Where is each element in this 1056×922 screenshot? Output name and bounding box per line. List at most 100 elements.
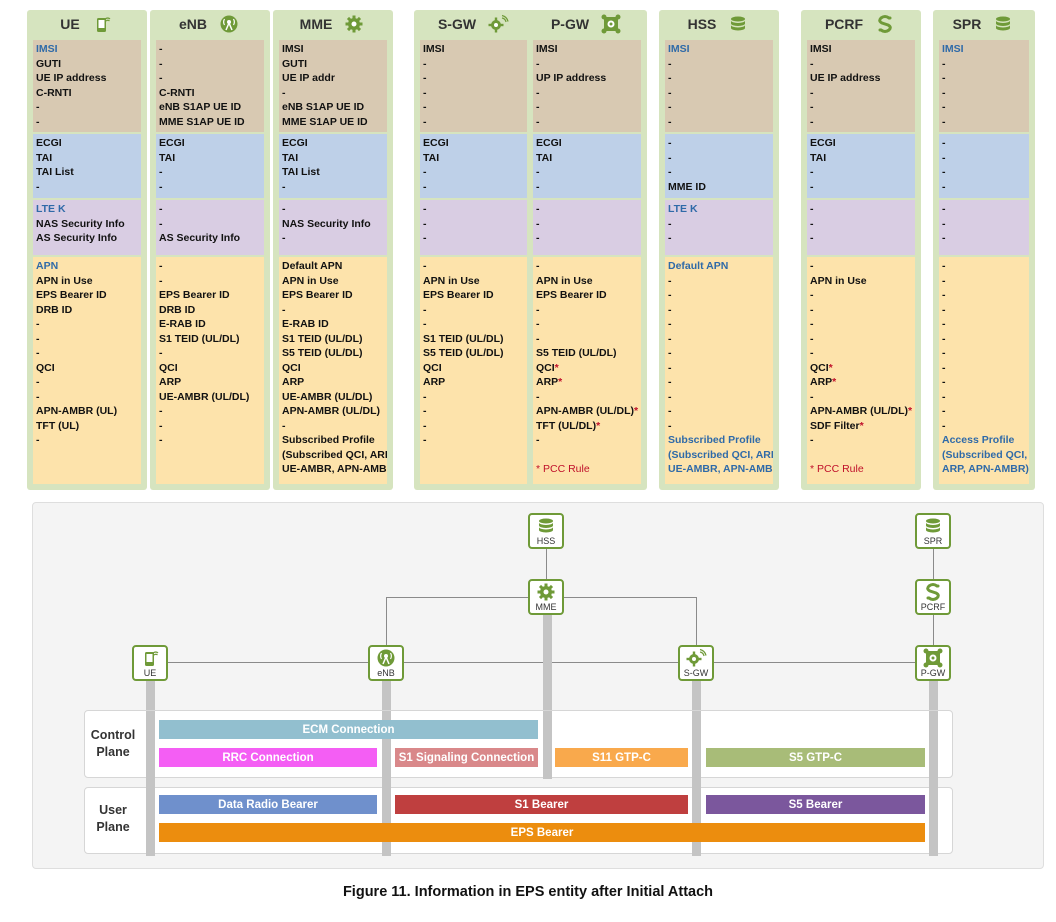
field-row: Subscribed Profile (668, 433, 770, 448)
field-row: (Subscribed QCI, ARP, (282, 448, 387, 463)
field-row: APN in Use (282, 274, 384, 289)
field-text: - (423, 86, 427, 99)
field-row: - (942, 317, 1026, 332)
column-title: UE (60, 16, 80, 32)
field-text: QCI (282, 361, 301, 374)
field-text: - (810, 180, 814, 193)
field-text: - (668, 419, 672, 432)
field-row: E-RAB ID (282, 317, 384, 332)
field-row: TAI (423, 151, 525, 166)
field-text: - (810, 289, 814, 301)
bearer-section: ------------Access Profile(Subscribed QC… (939, 257, 1029, 484)
field-text: - (942, 405, 946, 417)
mme-pillar (543, 614, 552, 779)
field-row: - (536, 100, 638, 115)
field-text: - (942, 376, 946, 388)
field-text: LTE K (36, 203, 66, 215)
field-text: SDF Filter (810, 419, 860, 432)
field-text: IMSI (942, 43, 964, 55)
field-text: QCI (159, 361, 178, 374)
field-row: - (810, 100, 912, 115)
field-text: APN-AMBR (UL) (36, 405, 118, 417)
field-row: - (810, 303, 912, 318)
field-row: Default APN (282, 259, 384, 274)
field-row: IMSI (810, 42, 912, 57)
field-row: - (159, 274, 261, 289)
field-row: - (423, 202, 525, 217)
database-icon (535, 516, 557, 536)
bar-label: EPS Bearer (510, 826, 574, 839)
field-text: APN in Use (423, 274, 480, 287)
gateway-icon (599, 12, 623, 36)
field-row: - (810, 332, 912, 347)
field-row: - (942, 259, 1026, 274)
field-row: - (36, 433, 138, 448)
field-row: - (536, 303, 638, 318)
field-row: - (423, 317, 525, 332)
field-row: - (810, 231, 912, 246)
field-row: - (36, 346, 138, 361)
field-text: ECGI (536, 137, 562, 149)
field-text: - (942, 274, 946, 287)
field-row: - (423, 100, 525, 115)
field-text: - (159, 43, 163, 55)
field-text: ARP (159, 376, 182, 388)
field-row: QCI (36, 361, 138, 376)
field-text: MME ID (668, 180, 706, 193)
field-text: - (423, 115, 427, 128)
field-row: UP IP address (536, 71, 638, 86)
field-row: - (942, 86, 1026, 101)
field-row: TAI (159, 151, 261, 166)
field-text: APN-AMBR (UL/DL) (282, 405, 380, 417)
pcc-marker: * (633, 405, 639, 417)
field-text: - (36, 376, 40, 388)
field-row: - (423, 86, 525, 101)
field-text: - (810, 86, 814, 99)
field-row: UE IP address (810, 71, 912, 86)
field-text: - (282, 86, 286, 99)
node-label: MME (535, 602, 557, 612)
field-text: APN-AMBR (UL/DL) (810, 405, 908, 417)
field-text: TFT (UL/DL) (536, 419, 597, 432)
field-row: - (536, 115, 638, 130)
hss-mme-line (546, 549, 547, 582)
security-section: --- (420, 200, 528, 255)
mobile-phone-icon (90, 12, 114, 36)
field-text: * PCC Rule (810, 463, 864, 475)
bar-label: ECM Connection (302, 723, 395, 736)
field-row: ARP (282, 375, 384, 390)
field-row: IMSI (36, 42, 138, 57)
field-row: - (810, 165, 912, 180)
field-text: ARP (810, 376, 833, 388)
field-text: - (668, 115, 672, 128)
field-row: - (668, 274, 770, 289)
field-row: APN-AMBR (UL/DL) (282, 404, 384, 419)
location-section: ---- (939, 134, 1029, 198)
field-text: - (423, 390, 427, 403)
field-row: - (36, 115, 138, 130)
field-text: IMSI (36, 43, 58, 55)
field-row: - (159, 165, 261, 180)
field-text: - (423, 260, 427, 272)
column-title: P-GW (550, 16, 590, 32)
field-row: * PCC Rule (810, 462, 912, 477)
field-text: - (423, 180, 427, 193)
field-text: - (942, 203, 946, 215)
field-row: DRB ID (36, 303, 138, 318)
bar-label: S5 Bearer (788, 798, 843, 811)
field-row: S1 TEID (UL/DL) (423, 332, 525, 347)
pcc-marker: * (596, 419, 601, 432)
field-row: - (423, 180, 525, 195)
field-text: - (810, 101, 814, 113)
field-text: - (810, 232, 814, 244)
field-text: - (36, 390, 40, 403)
field-row: - (536, 217, 638, 232)
field-text: - (810, 347, 814, 359)
field-row: - (36, 317, 138, 332)
field-text: ARP (423, 376, 446, 388)
